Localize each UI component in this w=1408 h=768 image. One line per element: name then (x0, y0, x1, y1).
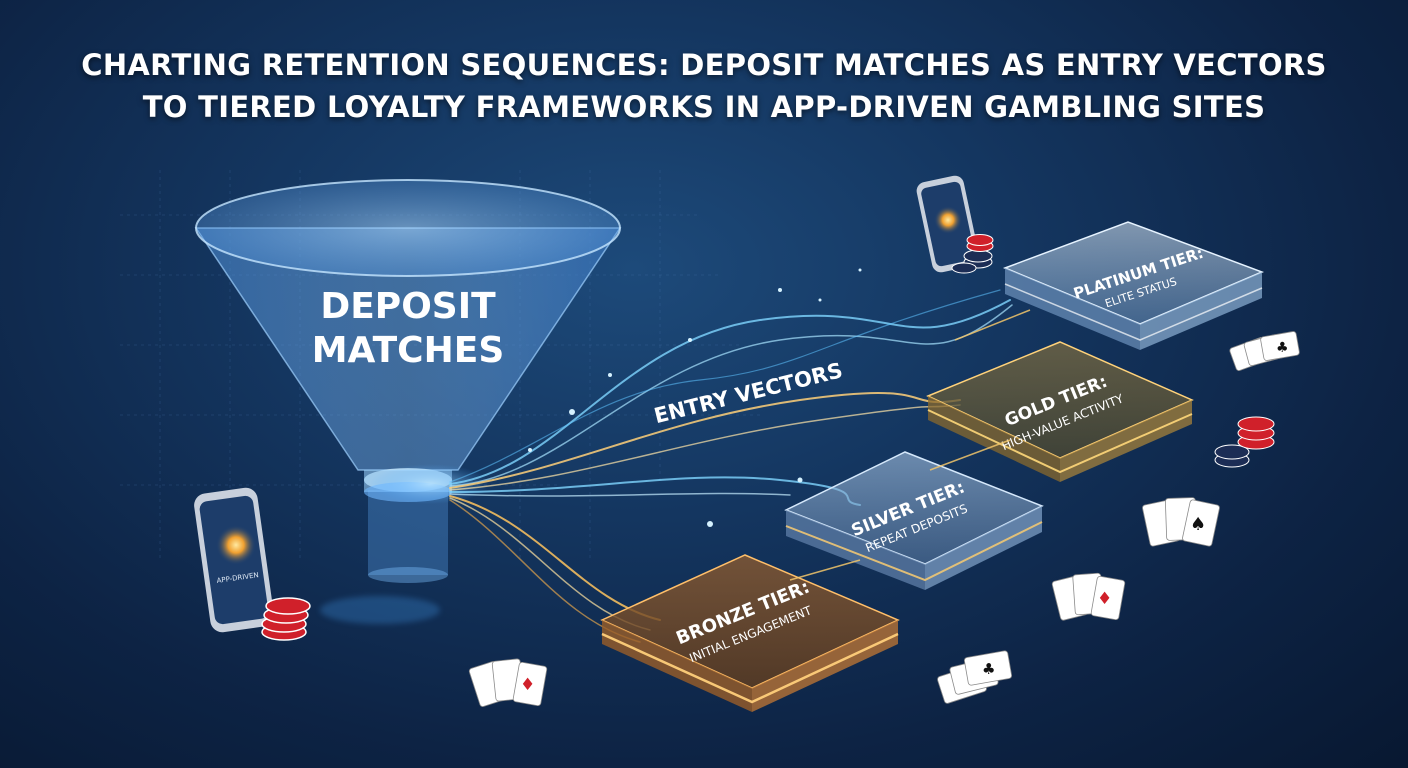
svg-text:♣: ♣ (982, 660, 995, 678)
silver-tier-card (784, 451, 1044, 590)
playing-cards-icon-top-right: ♣ (1229, 331, 1300, 371)
deposit-matches-funnel (194, 179, 622, 624)
page-title-line1: CHARTING RETENTION SEQUENCES: DEPOSIT MA… (81, 48, 1327, 82)
platinum-tier-card (1002, 221, 1265, 350)
tier-connectors (789, 309, 1031, 581)
svg-text:♦: ♦ (520, 675, 535, 695)
smartphone-icon (916, 175, 980, 273)
stream-sparkles (528, 268, 862, 527)
page-title-line2: TO TIERED LOYALTY FRAMEWORKS IN APP-DRIV… (142, 90, 1266, 124)
playing-cards-icon-bottom-right: ♣ (937, 650, 1013, 704)
casino-chips-icon (951, 234, 994, 274)
svg-text:♦: ♦ (1097, 589, 1112, 609)
svg-text:♠: ♠ (1190, 514, 1206, 535)
gold-tier-card (926, 341, 1194, 482)
entry-vectors-label: ENTRY VECTORS (652, 358, 845, 428)
casino-chips-icon-right (1214, 416, 1275, 468)
svg-text:♣: ♣ (1276, 340, 1289, 356)
smartphone-icon-left (194, 487, 274, 633)
playing-cards-icon-bottom-left: ♦ (468, 658, 548, 707)
playing-cards-icon-right: ♠ (1142, 497, 1220, 547)
page-title: CHARTING RETENTION SEQUENCES: DEPOSIT MA… (0, 44, 1408, 128)
casino-chips-icon-left (261, 597, 311, 641)
playing-cards-icon-middle: ♦ (1051, 572, 1126, 621)
funnel-label-line1: DEPOSIT (320, 286, 496, 327)
funnel-label-line2: MATCHES (312, 330, 505, 371)
bronze-tier-card (600, 554, 900, 712)
